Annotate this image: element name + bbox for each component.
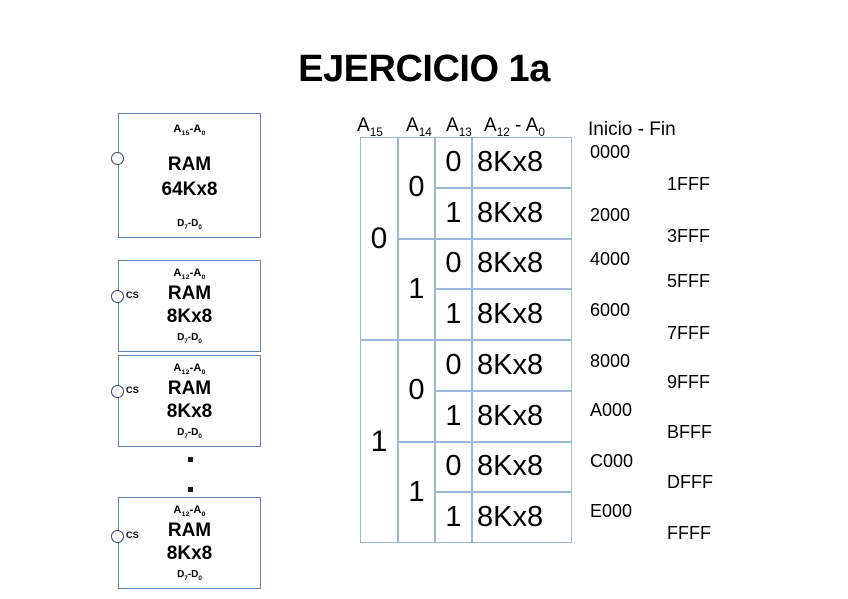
chip-data-bus-sub-low: 0 [198,433,202,440]
chip-ram-8k-1: A12-A0 RAM 8Kx8 D7-D0 [118,260,261,352]
chip-type-label: RAM [167,283,212,304]
chip-capacity-label: 8Kx8 [166,401,213,422]
range-start-5: A000 [590,400,633,420]
range-start-4: 8000 [590,351,631,371]
chip-data-bus-label: D7-D0 [177,427,202,440]
chip-data-bus-sub-high: 7 [184,338,188,345]
chip-address-bus-label: A12-A0 [173,362,206,377]
chip-capacity-label: 8Kx8 [166,306,213,327]
chip-ram-8k-2: A12-A0 RAM 8Kx8 D7-D0 [118,355,261,447]
range-start-3: 6000 [590,300,631,320]
chip-data-bus-label: D7-D0 [177,218,202,231]
chip-select-bubble-icon [111,385,124,398]
header-range-separator: - [509,115,526,136]
chip-select-label: CS [126,530,140,540]
chip-address-bus-sub-high: 15 [181,130,190,138]
chip-data-bus-label: D7-D0 [177,569,202,582]
chip-capacity-label: 8Kx8 [166,543,213,564]
range-end-0: 1FFF [667,174,710,194]
table-cell-a14-3: 1 [398,441,435,543]
chip-address-bus-label: A15-A0 [173,123,206,138]
header-a12-a0: A12 - A0 [484,115,545,139]
chip-address-bus-sub-low: 0 [201,511,206,519]
range-end-6: DFFF [667,472,713,492]
table-cell-a13-5: 1 [435,390,472,442]
chip-data-bus-sub-high: 7 [184,433,188,440]
table-cell-a15-1: 1 [360,340,398,543]
chip-data-bus-sub-low: 0 [198,575,202,582]
chip-ram-64k: A15-A0 RAM 64Kx8 D7-D0 [118,113,261,238]
range-end-3: 7FFF [667,323,710,343]
ellipsis-dot [188,487,193,492]
range-end-1: 3FFF [667,226,710,246]
table-cell-a14-1: 1 [398,238,435,340]
table-cell-a14-2: 0 [398,340,435,442]
chip-type-label: RAM [167,154,212,175]
table-cell-a15-0: 0 [360,137,398,340]
chip-type-label: RAM [167,378,212,399]
address-decode-table: 0 1 0 1 0 1 0 1 0 1 0 1 0 1 8Kx8 8Kx8 8K… [360,137,572,543]
chip-select-label: CS [126,290,140,300]
table-cell-a13-4: 0 [435,340,472,391]
chip-address-bus-sub-low: 0 [201,369,206,377]
chip-data-bus-sub-high: 7 [184,575,188,582]
table-cell-a13-6: 0 [435,441,472,493]
header-a13: A13 [446,115,472,139]
table-cell-size-2: 8Kx8 [472,238,572,290]
range-start-1: 2000 [590,205,631,225]
table-cell-size-5: 8Kx8 [472,390,572,442]
chip-address-bus-label: A12-A0 [173,267,206,282]
table-cell-size-0: 8Kx8 [472,137,572,188]
chip-select-bubble-icon [111,152,124,165]
range-end-4: 9FFF [667,372,710,392]
chip-data-bus-sub-high: 7 [184,224,188,231]
chip-address-bus-label: A12-A0 [173,504,206,519]
chip-data-bus-sub-low: 0 [198,338,202,345]
header-a12-sub: 12 [496,125,510,139]
range-header: Inicio - Fin [588,119,676,140]
chip-address-bus-sub-high: 12 [181,369,190,377]
chip-address-bus-sub-high: 12 [181,274,190,282]
chip-select-bubble-icon [111,530,124,543]
header-a13-sub: 13 [458,125,472,139]
table-cell-a13-1: 1 [435,187,472,239]
table-cell-a13-0: 0 [435,137,472,188]
table-cell-a13-3: 1 [435,289,472,340]
header-a15-sub: 15 [369,125,383,139]
header-a14-sub: 14 [418,125,432,139]
chip-data-bus-sub-low: 0 [198,224,202,231]
chip-capacity-label: 64Kx8 [161,179,218,200]
chip-type-label: RAM [167,520,212,541]
range-start-2: 4000 [590,249,631,269]
table-cell-a13-2: 0 [435,238,472,290]
table-cell-size-3: 8Kx8 [472,289,572,340]
table-cell-size-1: 8Kx8 [472,187,572,239]
header-a0-sub: 0 [538,125,545,139]
page-title: EJERCICIO 1a [298,48,550,90]
chip-data-bus-label: D7-D0 [177,332,202,345]
range-end-2: 5FFF [667,271,710,291]
chip-select-bubble-icon [111,290,124,303]
header-a14: A14 [406,115,432,139]
table-cell-a13-7: 1 [435,492,472,543]
range-start-7: E000 [590,501,633,521]
range-start-0: 0000 [590,142,631,162]
table-cell-size-4: 8Kx8 [472,340,572,391]
chip-ram-8k-n: A12-A0 RAM 8Kx8 D7-D0 [118,497,261,589]
chip-address-bus-sub-high: 12 [181,511,190,519]
chip-select-label: CS [126,385,140,395]
range-start-6: C000 [590,451,634,471]
chip-address-bus-sub-low: 0 [201,130,206,138]
chip-address-bus-sub-low: 0 [201,274,206,282]
range-end-7: FFFF [667,523,711,543]
table-cell-a14-0: 0 [398,137,435,239]
ellipsis-dot [188,457,193,462]
header-a15: A15 [357,115,383,139]
range-end-5: BFFF [667,422,712,442]
table-cell-size-7: 8Kx8 [472,492,572,543]
table-cell-size-6: 8Kx8 [472,441,572,493]
